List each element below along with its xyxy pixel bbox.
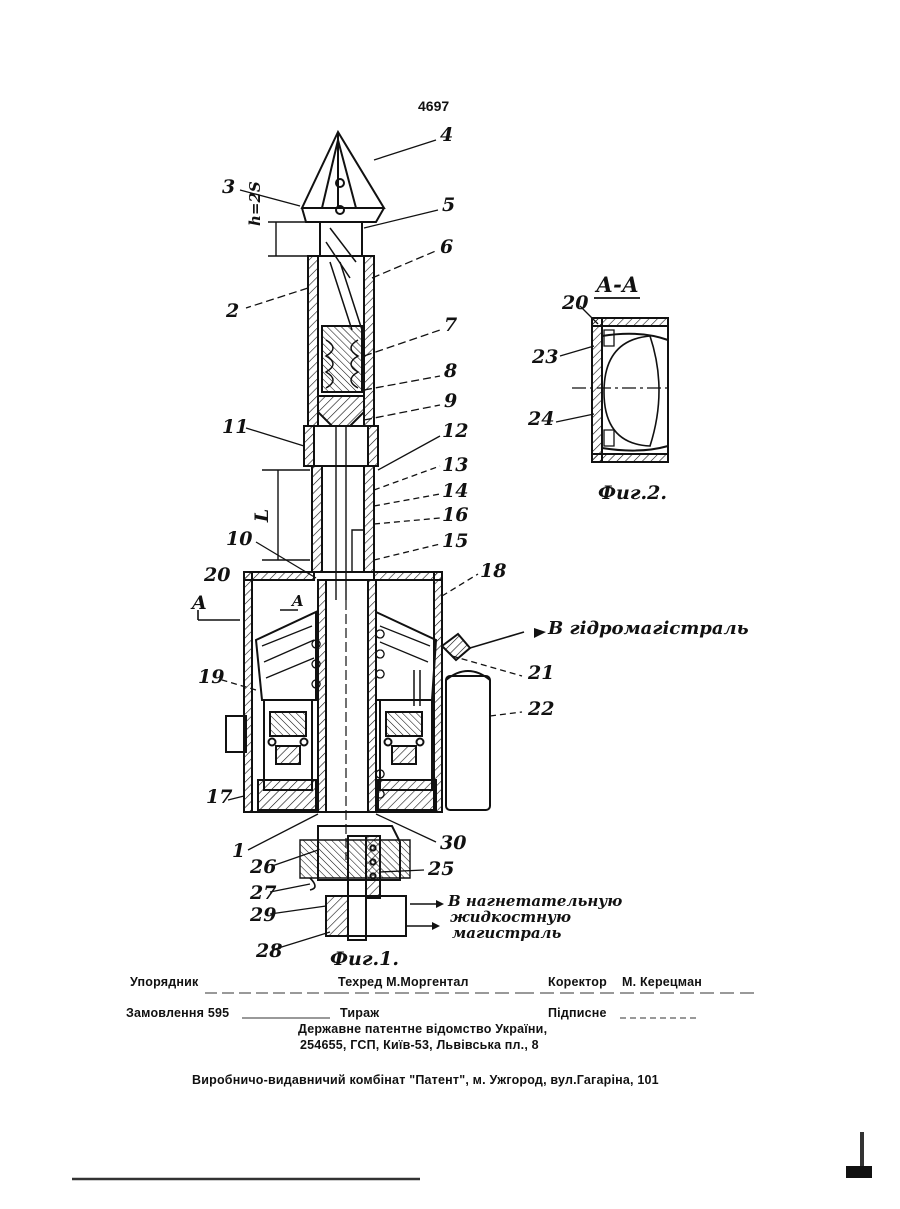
dimension-h2s: h=2S [248, 181, 263, 226]
label-28: 28 [256, 942, 282, 961]
fig2-label-24: 24 [528, 410, 554, 429]
section-mark-right: A [292, 594, 304, 609]
label-1: 1 [232, 842, 245, 861]
label-19: 19 [198, 668, 224, 687]
label-17: 17 [206, 788, 232, 807]
label-13: 13 [442, 456, 468, 475]
imprint-proofreader-label: Коректор [548, 975, 607, 989]
imprint-office: Державне патентне відомство України, [298, 1022, 547, 1036]
section-mark-left: A [192, 594, 207, 613]
label-12: 12 [442, 422, 468, 441]
label-8: 8 [444, 362, 457, 381]
label-22: 22 [528, 700, 554, 719]
label-2: 2 [226, 302, 239, 321]
dimension-L: L [253, 509, 272, 522]
pump-line-label-1: В нагнетательную [448, 894, 622, 909]
imprint-address: 254655, ГСП, Київ-53, Львівська пл., 8 [300, 1038, 539, 1052]
label-15: 15 [442, 532, 468, 551]
pump-line-label-3: магистраль [452, 926, 561, 941]
label-9: 9 [444, 392, 457, 411]
label-26: 26 [250, 858, 276, 877]
label-10: 10 [226, 530, 252, 549]
label-4: 4 [440, 126, 453, 145]
fig2-label-20: 20 [562, 294, 588, 313]
label-5: 5 [442, 196, 455, 215]
label-6: 6 [440, 238, 453, 257]
pump-line-label-2: жидкостную [450, 910, 571, 925]
fig2-drawing [556, 298, 672, 462]
imprint-publisher: Виробничо-видавничий комбінат "Патент", … [192, 1073, 659, 1087]
cone-tip [302, 132, 384, 208]
fig1-caption: Фиг.1. [330, 950, 399, 969]
imprint-proofreader-name: М. Керецман [622, 975, 702, 989]
label-3: 3 [222, 178, 235, 197]
hydro-line-label: В гідромагістраль [548, 620, 749, 638]
imprint-subscription: Підписне [548, 1006, 607, 1020]
fig2-label-23: 23 [532, 348, 558, 367]
imprint-compiler: Упорядник [130, 975, 198, 989]
imprint-tech-editor: Техред М.Моргентал [338, 975, 469, 989]
label-14: 14 [442, 482, 468, 501]
imprint-order: Замовлення 595 [126, 1006, 229, 1020]
label-27: 27 [250, 884, 276, 903]
label-20: 20 [204, 566, 230, 585]
label-21: 21 [528, 664, 554, 683]
label-7: 7 [444, 316, 457, 335]
label-29: 29 [250, 906, 276, 925]
label-18: 18 [480, 562, 506, 581]
fig2-caption: Фиг.2. [598, 484, 667, 503]
fig2-title: А-А [596, 274, 639, 295]
label-30: 30 [440, 834, 466, 853]
label-11: 11 [222, 418, 248, 437]
label-16: 16 [442, 506, 468, 525]
label-25: 25 [428, 860, 454, 879]
imprint-circulation: Тираж [340, 1006, 379, 1020]
